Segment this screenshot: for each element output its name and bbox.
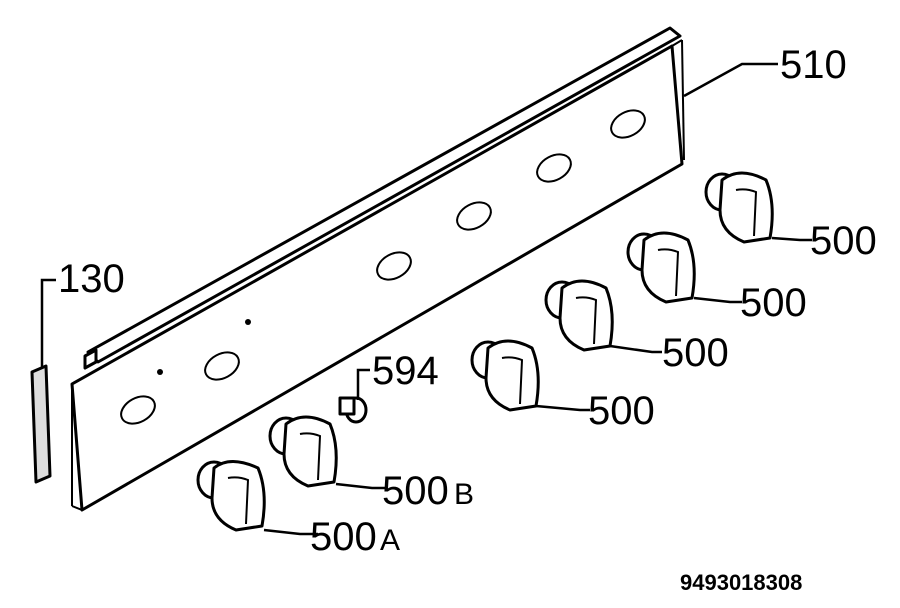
label-510: 510 — [780, 43, 847, 87]
label-594: 594 — [372, 349, 439, 393]
label-130: 130 — [58, 257, 125, 301]
label-500a-suffix: A — [380, 524, 400, 557]
label-500-knob4: 500 — [810, 219, 877, 263]
knob-500-4 — [704, 171, 774, 244]
knob-500-1 — [470, 339, 540, 412]
screw-part — [338, 396, 368, 424]
label-500b-number: 500 — [382, 469, 449, 513]
label-500-knob2: 500 — [662, 331, 729, 375]
knob-500-2 — [544, 279, 614, 352]
label-500b-suffix: B — [454, 478, 474, 511]
leader-lines — [40, 62, 812, 536]
panel-knob-openings — [120, 109, 646, 425]
knob-500b — [268, 415, 338, 488]
label-500a-number: 500 — [310, 515, 377, 559]
document-number: 9493018308 — [680, 570, 802, 595]
label-500-knob1: 500 — [588, 389, 655, 433]
control-panel — [70, 26, 685, 512]
label-500-knob3: 500 — [740, 281, 807, 325]
trim-strip — [30, 364, 52, 484]
knob-500-3 — [626, 231, 696, 304]
knob-500a — [196, 460, 266, 532]
